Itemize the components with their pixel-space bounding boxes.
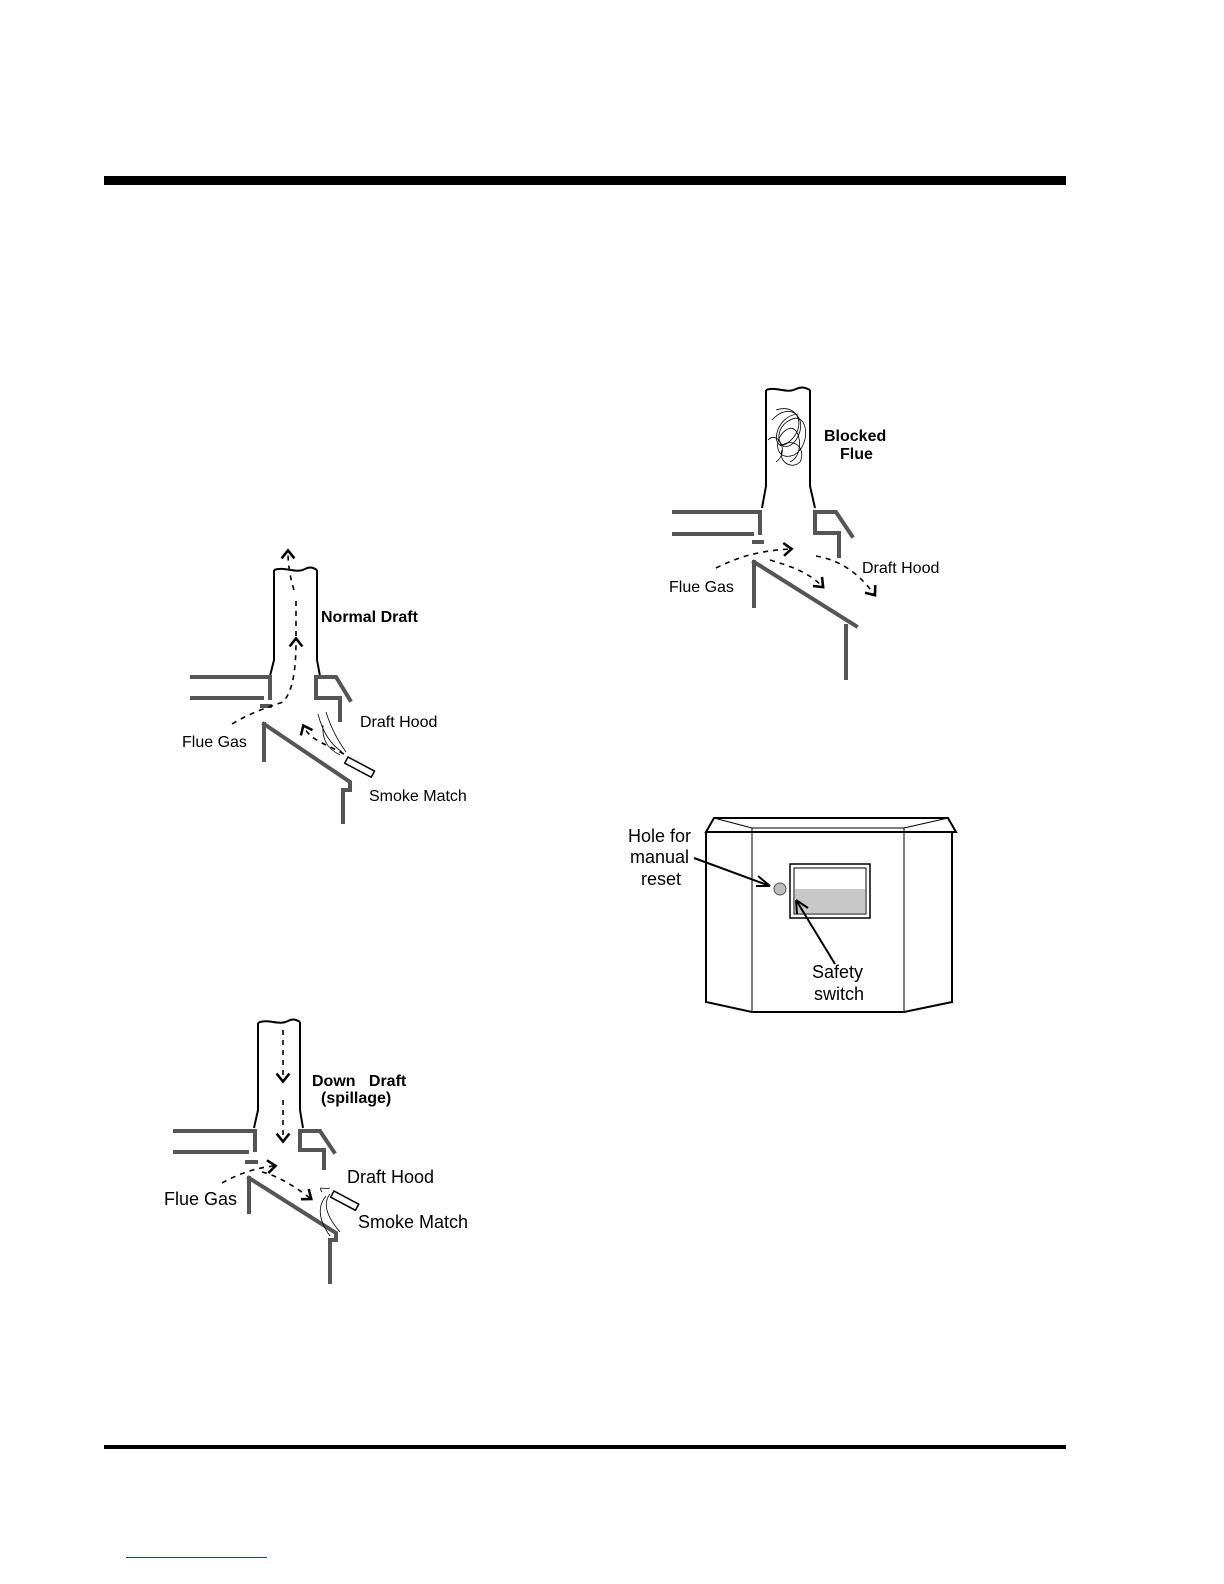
safety-switch-label-line1: Safety [812,962,863,982]
normal-draft-hood-label: Draft Hood [360,714,437,731]
reset-hole-label-line3: reset [641,869,681,889]
down-draft-title: Down Draft [312,1073,407,1090]
down-smoke-match-label: Smoke Match [358,1212,468,1232]
normal-draft-diagram: Normal Draft Flue Gas Draft Hood Smoke M… [182,552,467,822]
down-draft-hood-label: Draft Hood [347,1167,434,1187]
down-draft-diagram: Down Draft (spillage) Flue Gas Draft Hoo… [164,1019,468,1282]
blocked-flue-diagram: Blocked Flue Flue Gas Draft Hood [669,387,939,678]
blocked-draft-hood-label: Draft Hood [862,560,939,577]
normal-flue-gas-label: Flue Gas [182,734,247,751]
blocked-flue-title: Blocked [824,428,886,445]
down-flue-gas-label: Flue Gas [164,1189,237,1209]
reset-hole-label-line2: manual [630,847,689,867]
safety-switch-label-line2: switch [814,984,864,1004]
reset-hole-label-line1: Hole for [628,826,691,846]
down-draft-subtitle: (spillage) [321,1090,391,1107]
blocked-flue-gas-label: Flue Gas [669,579,734,596]
normal-smoke-match-label: Smoke Match [369,788,467,805]
safety-switch-diagram: Hole for manual reset Safety switch [628,818,956,1012]
blocked-flue-subtitle: Flue [840,446,873,463]
normal-draft-title: Normal Draft [321,609,419,626]
